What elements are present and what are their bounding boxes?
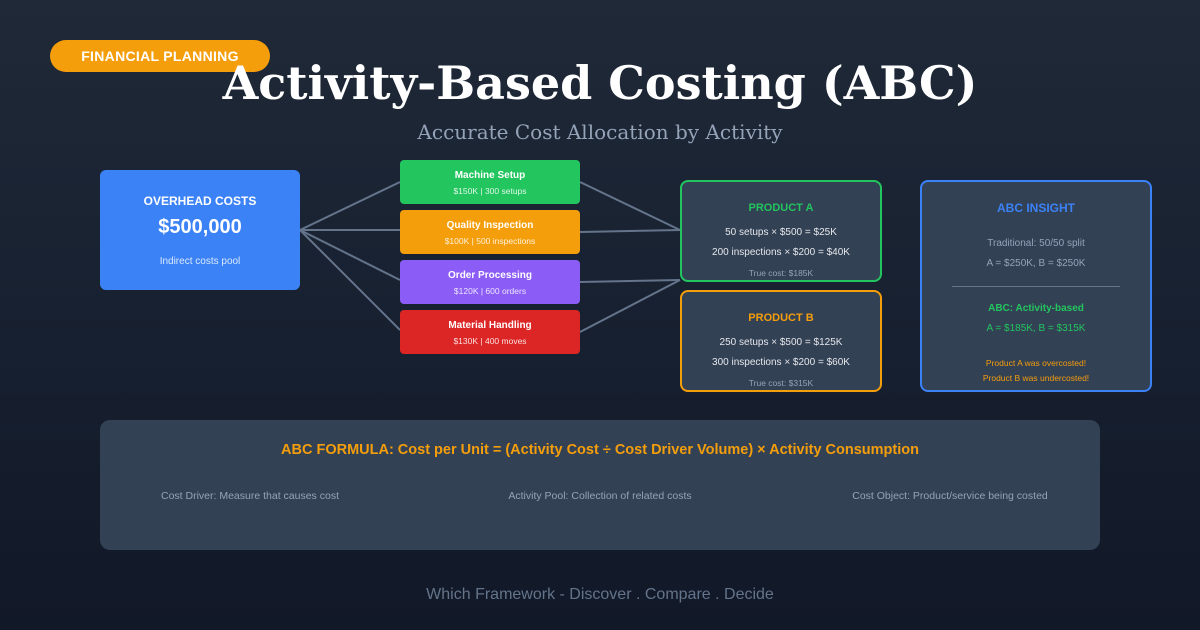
page-subtitle: Accurate Cost Allocation by Activity [417,120,783,144]
activity-detail: $100K | 500 inspections [444,236,536,246]
overhead-amount: $500,000 [158,216,242,238]
connector-handling-to-product-b [579,279,681,333]
overhead-costs-box: OVERHEAD COSTS $500,000 Indirect costs p… [100,170,300,290]
product-b-true-cost: True cost: $315K [748,378,814,388]
overhead-sub: Indirect costs pool [159,256,241,267]
formula-text: ABC FORMULA: Cost per Unit = (Activity C… [281,442,919,458]
insight-title: ABC INSIGHT [997,201,1075,215]
activity-name: Quality Inspection [446,220,534,231]
activity-detail: $120K | 600 orders [453,286,527,296]
connector-setup-to-product-a [579,181,681,231]
footer-tagline: Which Framework - Discover . Compare . D… [426,586,774,603]
abc-insight-panel: ABC INSIGHT Traditional: 50/50 split A =… [920,180,1152,392]
connector-overhead-to-handling [299,229,401,331]
product-a-setups: 50 setups × $500 = $25K [725,227,837,238]
connector-inspection-to-product-a [579,229,681,233]
product-b-box: PRODUCT B 250 setups × $500 = $125K 300 … [680,290,882,392]
activity-order-processing: Order Processing $120K | 600 orders [400,260,580,304]
activity-detail: $150K | 300 setups [453,186,527,196]
formula-term-cost-driver: Cost Driver: Measure that causes cost [161,490,339,502]
insight-traditional: Traditional: 50/50 split [987,238,1085,249]
insight-traditional-split: A = $250K, B = $250K [986,258,1086,269]
activity-material-handling: Material Handling $130K | 400 moves [400,310,580,354]
activity-quality-inspection: Quality Inspection $100K | 500 inspectio… [400,210,580,254]
formula-term-activity-pool: Activity Pool: Collection of related cos… [508,490,692,502]
activity-name: Material Handling [448,320,532,331]
product-b-setups: 250 setups × $500 = $125K [719,337,843,348]
insight-divider [952,286,1120,287]
connector-overhead-to-order [299,229,401,281]
overhead-label: OVERHEAD COSTS [143,194,257,208]
product-b-inspections: 300 inspections × $200 = $60K [712,357,850,368]
formula-term-cost-object: Cost Object: Product/service being coste… [852,490,1048,502]
abc-formula-panel: ABC FORMULA: Cost per Unit = (Activity C… [100,420,1100,550]
product-b-title: PRODUCT B [748,312,814,324]
product-a-box: PRODUCT A 50 setups × $500 = $25K 200 in… [680,180,882,282]
activity-name: Machine Setup [454,170,526,181]
page-title: Activity-Based Costing (ABC) [222,56,978,110]
product-a-inspections: 200 inspections × $200 = $40K [712,247,850,258]
insight-abc-split: A = $185K, B = $315K [986,323,1086,334]
category-badge: FINANCIAL PLANNING [50,40,270,72]
insight-abc: ABC: Activity-based [988,303,1084,314]
insight-note-overcosted: Product A was overcosted! [985,358,1087,368]
activity-machine-setup: Machine Setup $150K | 300 setups [400,160,580,204]
insight-note-undercosted: Product B was undercosted! [982,373,1090,383]
connector-order-to-product-b [579,279,681,283]
connector-overhead-to-setup [299,181,401,231]
product-a-true-cost: True cost: $185K [748,268,814,278]
activity-detail: $130K | 400 moves [453,336,527,346]
activity-name: Order Processing [448,270,532,281]
product-a-title: PRODUCT A [748,202,814,214]
